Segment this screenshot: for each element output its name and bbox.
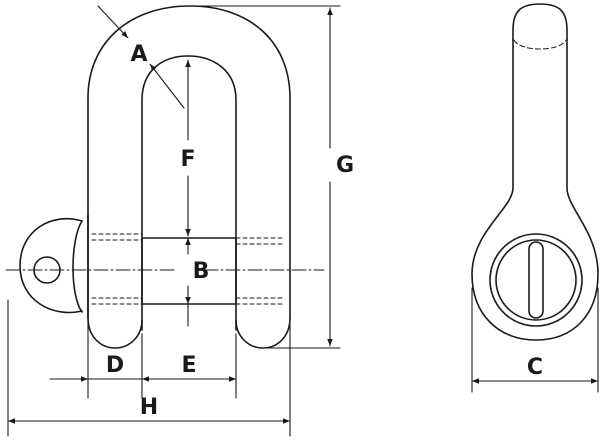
label-b: B bbox=[193, 259, 210, 284]
label-f: F bbox=[180, 147, 195, 172]
label-d: D bbox=[106, 353, 124, 378]
pin-head-slot bbox=[528, 241, 544, 319]
bow-inner bbox=[141, 55, 237, 331]
label-e: E bbox=[181, 353, 196, 378]
pin-head-inner bbox=[495, 239, 577, 321]
pin-head-outer bbox=[489, 233, 583, 327]
side-hidden-cap bbox=[513, 39, 567, 50]
label-a: A bbox=[130, 42, 147, 67]
front-view bbox=[19, 5, 291, 349]
hidden-pin-lines bbox=[91, 233, 285, 305]
dim-a-arrow-out bbox=[149, 63, 185, 109]
side-view bbox=[471, 3, 599, 341]
side-outline bbox=[471, 3, 599, 341]
right-leg-end bbox=[235, 317, 291, 349]
label-h: H bbox=[140, 395, 158, 420]
dimensions bbox=[7, 5, 599, 437]
label-g: G bbox=[336, 153, 354, 178]
dim-a-arrow-in bbox=[97, 5, 129, 39]
left-leg-end bbox=[87, 317, 143, 349]
label-c: C bbox=[527, 355, 543, 380]
pin-eye bbox=[19, 217, 83, 314]
pin-collar bbox=[72, 214, 89, 319]
